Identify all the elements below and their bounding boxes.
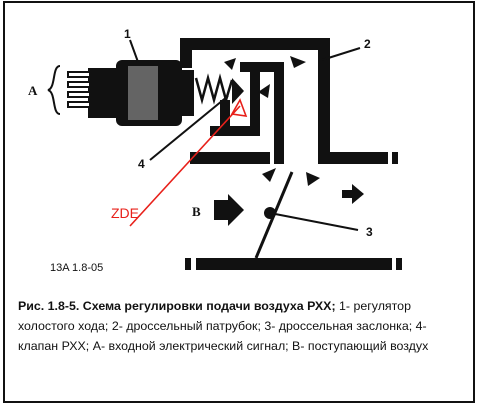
label-b: B [192, 204, 201, 219]
label-3: 3 [366, 225, 373, 239]
signal-brace [47, 65, 61, 115]
outlet-arrow [342, 184, 364, 204]
label-a: A [28, 83, 38, 98]
label-4: 4 [138, 157, 145, 171]
inlet-arrow [214, 194, 244, 226]
figure-code: 13A 1.8-05 [50, 262, 104, 274]
throttle-plate [254, 171, 359, 259]
idle-regulator [116, 60, 194, 126]
caption-title: Рис. 1.8-5. Схема регулировки подачи воз… [18, 299, 336, 313]
figure-caption: Рис. 1.8-5. Схема регулировки подачи воз… [18, 296, 468, 356]
label-1: 1 [124, 27, 131, 41]
watermark-label: ZDE [111, 205, 139, 221]
bypass-arrows [224, 56, 320, 186]
caption-body: 1- регулятор холостого хода; 2- дроссель… [18, 299, 429, 353]
leader-2 [321, 47, 361, 61]
red-annotation-arrow [129, 98, 248, 227]
figure-frame [3, 1, 475, 403]
connector-pins [67, 68, 118, 118]
duct-walls [185, 152, 402, 270]
valve-cone [232, 78, 244, 104]
leader-1 [129, 39, 139, 63]
label-2: 2 [364, 37, 371, 51]
leader-4 [149, 95, 229, 161]
idle-air-control-diagram: A B 1 [28, 27, 402, 270]
